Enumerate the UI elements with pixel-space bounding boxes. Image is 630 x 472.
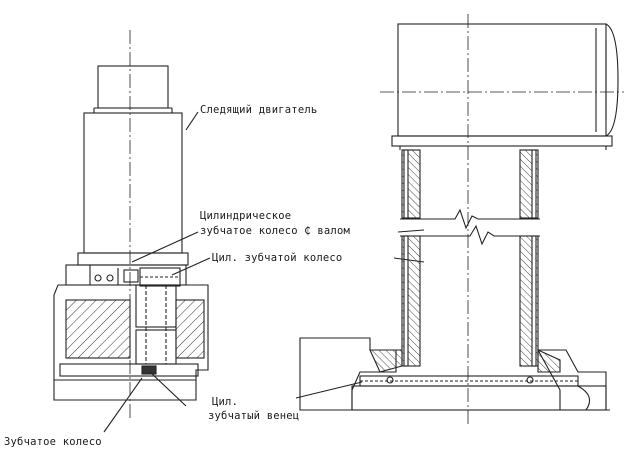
servo-motor-body <box>83 112 183 254</box>
motor-flange <box>77 252 189 266</box>
top-cylinder <box>397 23 607 137</box>
label-cylindrical-gear-shaft-2: зубчатое колесо ₵ валом <box>200 225 350 237</box>
gear-shaft-upper <box>135 284 177 328</box>
label-gear: Зубчатое колесо <box>4 436 102 448</box>
base-housing-left <box>299 337 397 411</box>
label-cylindrical-gear-shaft-1: Цилиндрическое <box>200 210 292 222</box>
break-line-lower <box>400 224 540 246</box>
base-plate <box>351 385 607 411</box>
label-cylindrical-ring-2: зубчатый венец <box>208 410 300 422</box>
gear-shaft-lower <box>135 329 177 365</box>
label-cylindrical-ring-1: Цил. <box>212 396 239 408</box>
housing-section-left <box>65 299 131 359</box>
left-assembly <box>53 30 211 433</box>
right-assembly <box>295 14 624 426</box>
cylinder-flange <box>391 135 613 147</box>
bottom-gear <box>59 363 199 377</box>
housing-section-right <box>175 299 205 359</box>
motor-cap <box>97 65 169 109</box>
label-servo-motor: Следящий двигатель <box>200 104 318 116</box>
break-line-upper <box>400 208 540 230</box>
label-cylindrical-gear: Цил. зубчатой колесо <box>212 252 343 264</box>
gear-housing <box>53 284 209 401</box>
